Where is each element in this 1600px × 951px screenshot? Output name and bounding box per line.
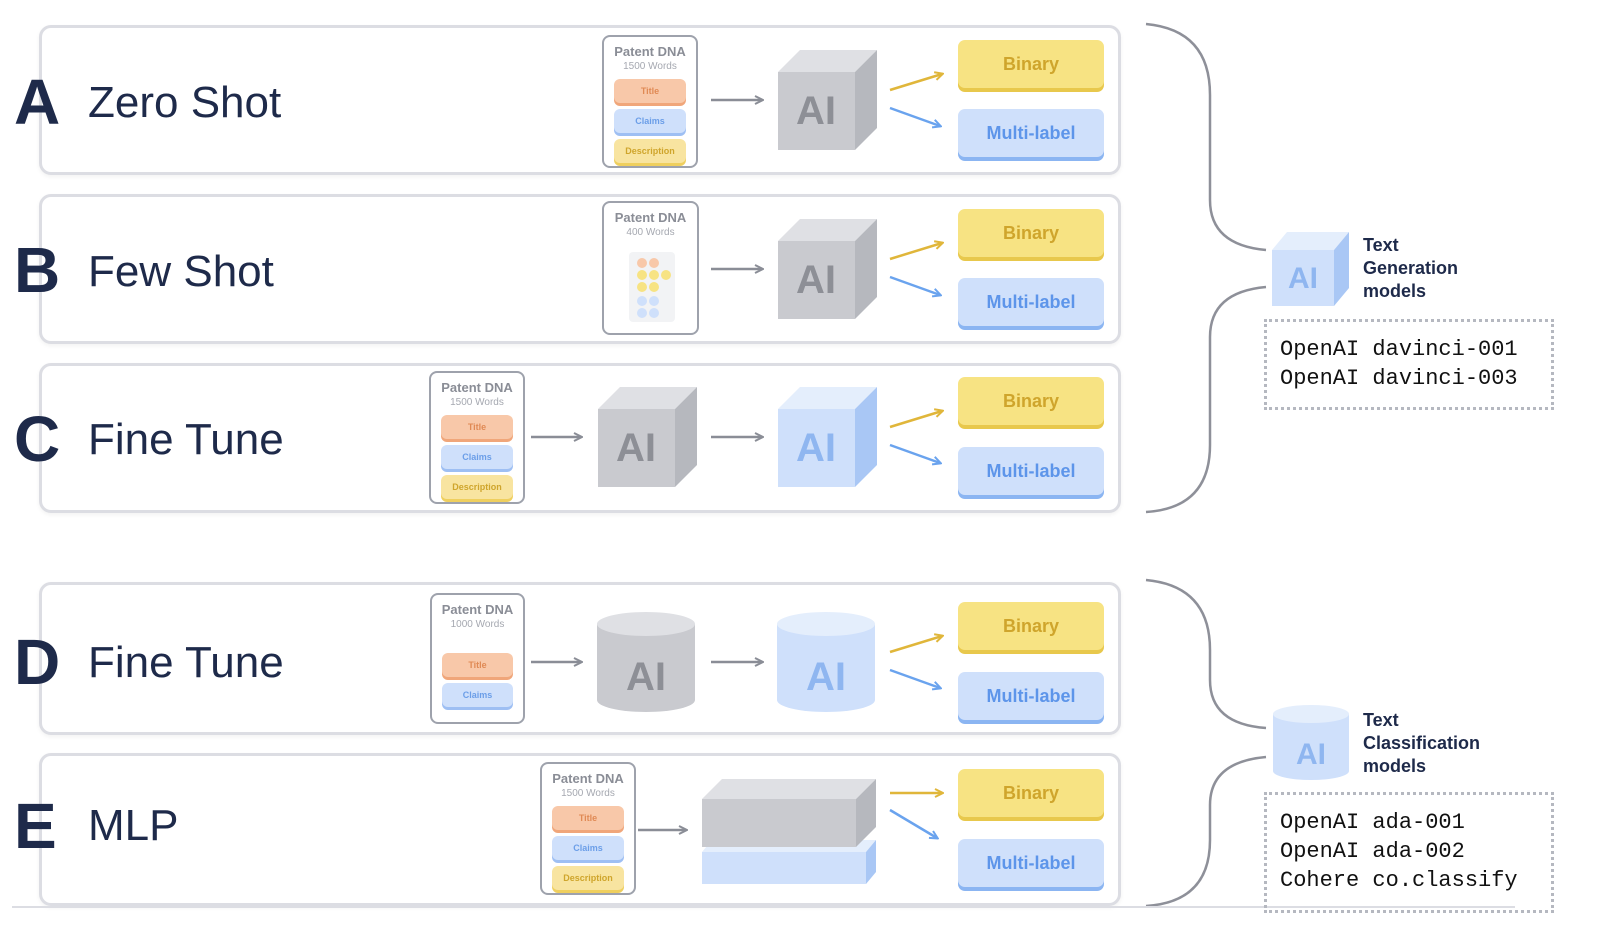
generation-models-list	[1264, 319, 1554, 410]
title-chip: Title	[552, 806, 624, 830]
multi-label-arrow	[889, 443, 940, 463]
legend-line: Text	[1363, 235, 1399, 255]
row-letter-a: A	[14, 66, 61, 138]
description-chip: Description	[614, 139, 686, 163]
legend-line: Text	[1363, 710, 1399, 730]
description-chip: Description	[552, 866, 624, 890]
binary-output-e: Binary	[958, 769, 1104, 817]
generation-model-name: OpenAI davinci-003	[1280, 366, 1518, 391]
doc-word-count: 1500 Words	[623, 61, 677, 72]
row-title-b: Few Shot	[88, 247, 274, 296]
multi-label-arrow	[889, 106, 940, 126]
gray-ai-cylinder-d: AI	[597, 612, 695, 712]
gray-ai-cube-b: AI	[778, 219, 877, 319]
doc-heading: Patent DNA	[614, 210, 687, 225]
multi-label-arrow	[889, 808, 937, 838]
patent-doc-a: Patent DNA 1500 Words Title Claims Descr…	[602, 35, 698, 168]
gray-ai-cube-a: AI	[778, 50, 877, 150]
row-title-e: MLP	[88, 801, 179, 850]
multi-label-output-d: Multi-label	[958, 672, 1104, 720]
multi-label-output-e: Multi-label	[958, 839, 1104, 887]
few-shot-examples-icon	[629, 252, 675, 322]
legend-classification-label: Text Classification models	[1363, 709, 1480, 778]
row-title-a: Zero Shot	[88, 78, 282, 127]
generation-model-name: OpenAI davinci-001	[1280, 337, 1518, 362]
doc-word-count: 1000 Words	[450, 619, 505, 630]
binary-arrow	[889, 243, 942, 261]
doc-word-count: 1500 Words	[561, 788, 615, 799]
claims-chip: Claims	[441, 445, 513, 469]
row-letter-c: C	[14, 403, 61, 475]
doc-heading: Patent DNA	[552, 771, 624, 786]
binary-arrow	[889, 411, 942, 429]
panel-few-shot	[39, 194, 1121, 344]
gray-ai-cube-c: AI	[598, 387, 697, 487]
legend-line: Generation	[1363, 258, 1459, 278]
mlp-slabs-e	[702, 779, 876, 884]
title-chip: Title	[441, 415, 513, 439]
ai-cylinder-label: AI	[806, 655, 846, 699]
brace-classification	[1145, 578, 1267, 908]
title-chip: Title	[442, 653, 513, 677]
ai-cube-label: AI	[1288, 262, 1318, 295]
claims-chip: Claims	[614, 109, 686, 133]
legend-line: models	[1363, 756, 1427, 776]
ai-cube-label: AI	[796, 89, 836, 133]
patent-doc-d: Patent DNA 1000 Words Title Claims	[430, 593, 525, 724]
classification-model-name: OpenAI ada-002	[1280, 839, 1465, 864]
doc-word-count: 400 Words	[626, 227, 675, 238]
classification-model-name: Cohere co.classify	[1280, 868, 1518, 893]
multi-label-arrow	[889, 668, 940, 688]
panel-zero-shot	[39, 25, 1121, 175]
description-chip: Description	[441, 475, 513, 499]
classification-models-list	[1264, 792, 1554, 913]
row-letter-d: D	[14, 626, 61, 698]
doc-heading: Patent DNA	[614, 44, 686, 59]
claims-chip: Claims	[552, 836, 624, 860]
ai-cylinder-label: AI	[626, 655, 666, 699]
title-chip: Title	[614, 79, 686, 103]
legend-blue-ai-cylinder: AI	[1273, 705, 1349, 780]
multi-label-output-b: Multi-label	[958, 278, 1104, 326]
legend-line: Classification	[1363, 733, 1481, 753]
binary-arrow	[889, 74, 942, 92]
doc-word-count: 1500 Words	[450, 397, 504, 408]
brace-generation	[1145, 22, 1267, 514]
patent-doc-e: Patent DNA 1500 Words Title Claims Descr…	[540, 762, 636, 895]
ai-cube-label: AI	[796, 258, 836, 302]
row-letter-e: E	[14, 790, 57, 862]
ai-cube-label: AI	[616, 426, 656, 470]
row-letter-b: B	[14, 234, 61, 306]
binary-output-a: Binary	[958, 40, 1104, 88]
blue-ai-cylinder-d: AI	[777, 612, 875, 712]
binary-output-b: Binary	[958, 209, 1104, 257]
patent-doc-c: Patent DNA 1500 Words Title Claims Descr…	[429, 371, 525, 504]
binary-output-c: Binary	[958, 377, 1104, 425]
row-title-d: Fine Tune	[88, 638, 284, 687]
legend-blue-ai-cube: AI	[1272, 232, 1349, 306]
patent-doc-b: Patent DNA 400 Words	[602, 201, 699, 335]
row-title-c: Fine Tune	[88, 415, 284, 464]
doc-heading: Patent DNA	[441, 602, 514, 617]
doc-heading: Patent DNA	[441, 380, 513, 395]
blue-ai-cube-c: AI	[778, 387, 877, 487]
multi-label-output-a: Multi-label	[958, 109, 1104, 157]
multi-label-arrow	[889, 275, 940, 295]
ai-cylinder-label: AI	[1296, 738, 1326, 771]
legend-line: models	[1363, 281, 1427, 301]
multi-label-output-c: Multi-label	[958, 447, 1104, 495]
claims-chip: Claims	[442, 683, 513, 707]
classification-model-name: OpenAI ada-001	[1280, 810, 1465, 835]
binary-arrow	[889, 636, 942, 654]
ai-cube-label: AI	[796, 426, 836, 470]
binary-output-d: Binary	[958, 602, 1104, 650]
legend-generation-label: Text Generation models	[1363, 234, 1458, 303]
